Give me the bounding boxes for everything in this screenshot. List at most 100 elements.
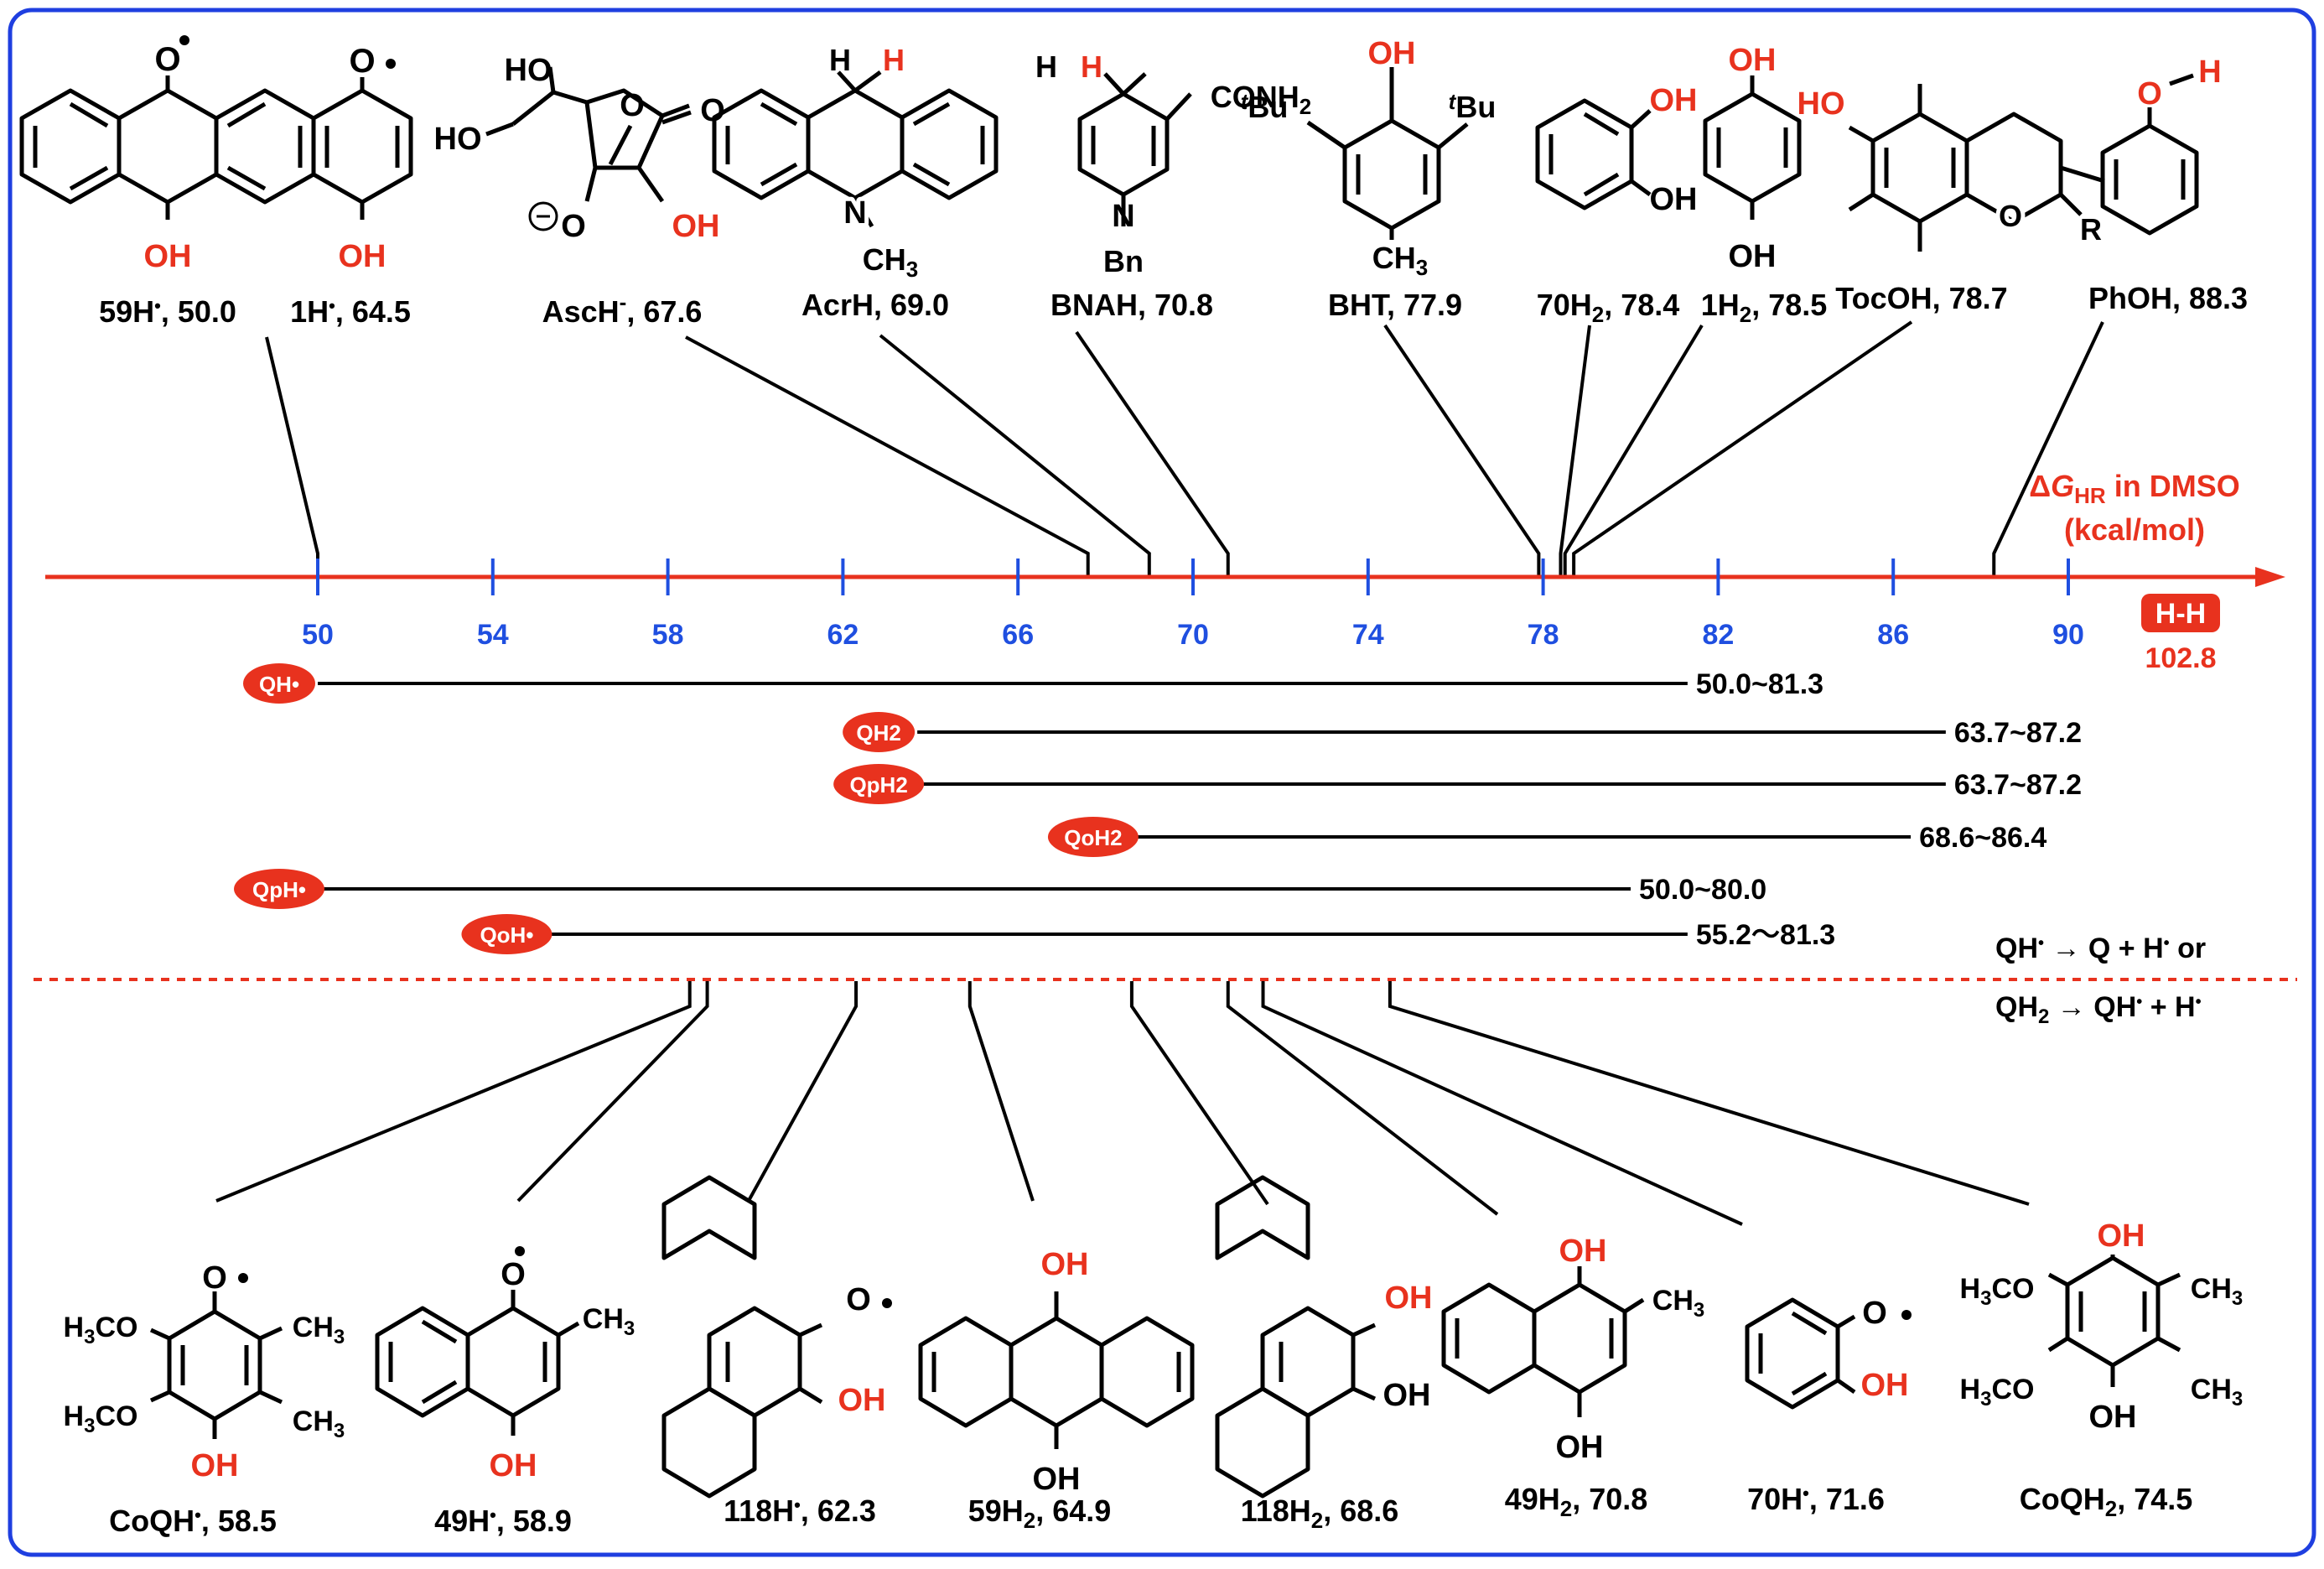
svg-text:O: O <box>620 88 645 123</box>
svg-text:HO: HO <box>434 122 482 157</box>
bottom-leader-line <box>1388 981 2030 1206</box>
range-badge <box>833 764 925 804</box>
range-badge <box>234 869 324 909</box>
range-badge-label: QH2 <box>856 720 900 746</box>
svg-text:O: O <box>2137 76 2162 112</box>
structure-CoQH2: OH H3CO H3CO CH3 CH3 OH <box>1960 1218 2244 1435</box>
range-value-label: 63.7~87.2 <box>1954 769 2082 801</box>
axis-tick-label: 62 <box>827 619 859 651</box>
structure-AcrH: H H N N CH3 <box>712 43 999 282</box>
svg-text:CH3: CH3 <box>863 242 918 282</box>
axis-tick-label: 82 <box>1702 619 1734 651</box>
range-badge <box>1047 817 1139 857</box>
top-leader-line <box>1383 324 1541 575</box>
svg-text:OH: OH <box>838 1383 886 1418</box>
svg-text:CH3: CH3 <box>583 1303 635 1340</box>
svg-text:HO: HO <box>1797 86 1845 122</box>
structure-1H2: OH OH <box>1703 43 1802 274</box>
svg-text:N: N <box>843 195 866 231</box>
svg-text:H: H <box>2198 55 2221 90</box>
top-leader-line <box>1992 321 2104 575</box>
axis-tick-label: 74 <box>1352 619 1384 651</box>
axis-units: (kcal/mol) <box>2064 512 2205 547</box>
top-labels: 59H•, 50.0 1H•, 64.5 AscH-, 67.6 AcrH, 6… <box>99 281 2248 329</box>
axis-tick-label: 86 <box>1877 619 1909 651</box>
bottom-leader-lines <box>215 981 2030 1226</box>
range-value-label: 68.6~86.4 <box>1919 822 2046 854</box>
top-label-1H-radical: 1H•, 64.5 <box>290 294 411 329</box>
svg-text:OH: OH <box>144 239 192 274</box>
svg-text:O: O <box>202 1260 227 1296</box>
equation-line-2: QH2 → QH• + H• <box>1995 991 2202 1028</box>
svg-text:OH: OH <box>1559 1234 1607 1269</box>
structure-ascorbate: O O HO HO O OH <box>434 53 725 244</box>
svg-text:OH: OH <box>1556 1430 1604 1465</box>
axis-tick-label: 66 <box>1002 619 1034 651</box>
range-badge-label: QoH• <box>480 922 533 948</box>
svg-text:H: H <box>1081 49 1102 84</box>
range-value-label: 63.7~87.2 <box>1954 717 2082 749</box>
svg-text:H: H <box>883 43 905 77</box>
svg-text:OH: OH <box>339 239 386 274</box>
hh-badge-box <box>2141 594 2220 632</box>
svg-text:R: R <box>2080 212 2102 247</box>
bottom-label-CoQH-radical: CoQH•, 58.5 <box>109 1504 277 1538</box>
hh-badge-text: H-H <box>2155 598 2206 630</box>
structure-70H-radical: O OH <box>1745 1296 1912 1410</box>
svg-text:H: H <box>829 43 851 77</box>
svg-text:OH: OH <box>672 209 720 244</box>
svg-text:O: O <box>1862 1296 1887 1331</box>
bottom-leader-line <box>748 981 859 1200</box>
svg-text:Bn: Bn <box>1103 244 1144 278</box>
svg-text:CH3: CH3 <box>293 1405 345 1442</box>
bottom-structures: O H3CO H3CO CH3 CH3 OH O CH3 OH <box>64 1175 2244 1499</box>
svg-text:CH3: CH3 <box>1652 1285 1704 1322</box>
svg-text:OH: OH <box>2089 1400 2137 1435</box>
equations: QH• → Q + H• or QH2 → QH• + H• <box>1995 933 2206 1028</box>
top-label-59H-radical: 59H•, 50.0 <box>99 294 236 329</box>
top-leader-line <box>1075 330 1230 575</box>
top-leader-line <box>1572 320 1913 575</box>
range-value-label: 55.2～81.3 <box>1696 919 1835 951</box>
range-badge-label: QpH• <box>252 877 306 902</box>
bottom-leader-line <box>967 981 1035 1202</box>
outer-frame <box>8 8 2316 1557</box>
svg-text:O: O <box>349 43 375 80</box>
bottom-label-118H2: 118H2, 68.6 <box>1241 1494 1399 1533</box>
svg-text:tBu: tBu <box>1449 89 1497 124</box>
svg-text:OH: OH <box>2098 1218 2145 1254</box>
structure-59H2: OH OH <box>918 1247 1195 1497</box>
svg-text:O: O <box>561 209 586 244</box>
structure-49H-radical: O CH3 OH <box>375 1246 635 1483</box>
top-leader-line <box>1559 325 1591 575</box>
svg-text:tBu: tBu <box>1241 89 1289 124</box>
svg-text:O: O <box>1999 199 2022 233</box>
top-leader-line <box>265 336 319 575</box>
structure-49H2: OH CH3 OH <box>1441 1234 1704 1465</box>
structure-BHT: OH tBu tBu CH3 <box>1241 36 1497 280</box>
svg-text:CH3: CH3 <box>2191 1374 2243 1411</box>
bottom-label-49H-radical: 49H•, 58.9 <box>434 1504 572 1538</box>
svg-text:H3CO: H3CO <box>1960 1374 2035 1411</box>
bottom-leader-line <box>1129 981 1269 1206</box>
axis-tick-label: 78 <box>1528 619 1559 651</box>
bottom-leader-line <box>215 981 692 1203</box>
equation-line-1: QH• → Q + H• or <box>1995 933 2206 964</box>
top-label-PhOH: PhOH, 88.3 <box>2088 281 2248 315</box>
top-leader-line <box>685 335 1090 575</box>
bottom-label-118H-radical: 118H•, 62.3 <box>724 1494 876 1528</box>
range-badge <box>843 712 916 752</box>
axis-arrowhead <box>2255 567 2285 587</box>
svg-text:OH: OH <box>1729 239 1777 274</box>
svg-text:O: O <box>846 1282 871 1317</box>
structure-70H2: OH OH <box>1535 83 1698 217</box>
axis-title: ΔGHR in DMSO <box>2029 469 2239 508</box>
top-label-AscH: AscH-, 67.6 <box>542 289 703 329</box>
svg-text:OH: OH <box>1041 1247 1089 1282</box>
structure-TocOH: O O HO R <box>1797 84 2105 252</box>
top-label-BHT: BHT, 77.9 <box>1328 288 1462 322</box>
